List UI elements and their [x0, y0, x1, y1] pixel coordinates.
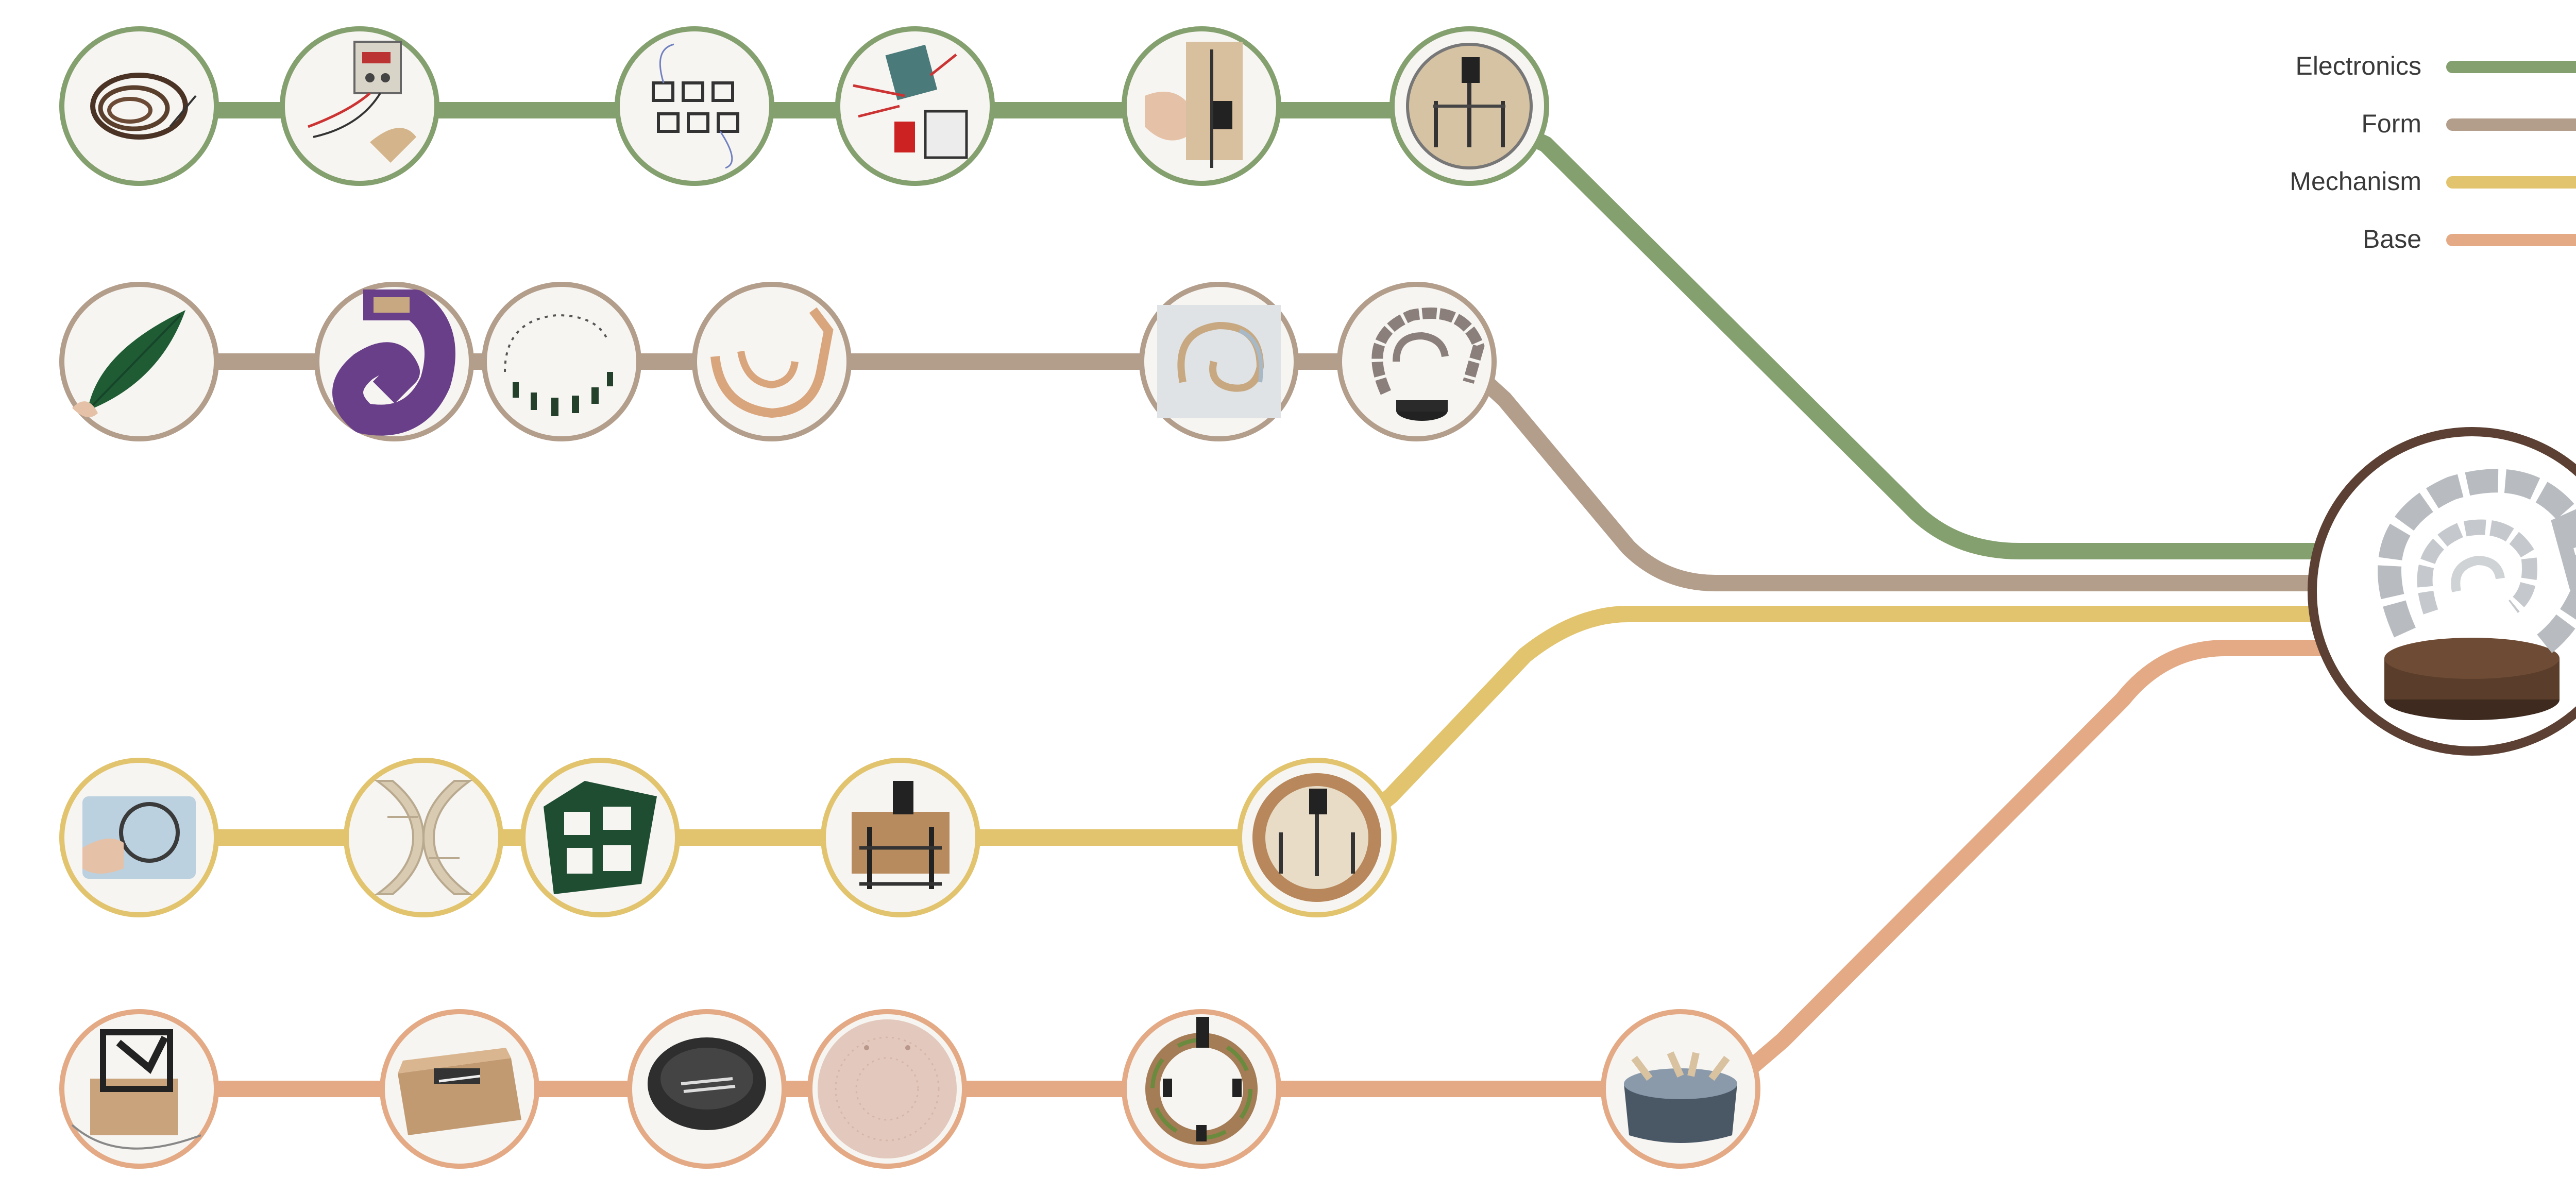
coiled-wire-icon — [90, 73, 197, 140]
base-node-3[interactable] — [627, 1009, 787, 1169]
legend-label-mechanism: Mechanism — [2290, 167, 2421, 196]
form-node-1[interactable] — [59, 282, 219, 441]
spiral-sketch-icon — [504, 314, 613, 416]
mechanism-node-3[interactable] — [520, 758, 680, 917]
electronics-node-5[interactable] — [1122, 26, 1281, 186]
legend-label-electronics: Electronics — [2295, 52, 2421, 80]
form-node-2[interactable] — [314, 282, 474, 441]
electronics-node-1[interactable] — [59, 26, 219, 186]
perforated-disc-icon — [818, 1019, 957, 1158]
electronics-nodes — [59, 26, 1549, 186]
base-node-4[interactable] — [807, 1009, 967, 1169]
mechanism-node-4[interactable] — [821, 758, 980, 917]
wooden-box-icon — [398, 1048, 521, 1135]
legend-label-base: Base — [2363, 225, 2421, 253]
bowl-icon — [648, 1037, 766, 1130]
form-node-6[interactable] — [1337, 282, 1497, 441]
circuit-board-icon — [853, 44, 968, 159]
form-node-3[interactable] — [482, 282, 641, 441]
base-node-6[interactable] — [1601, 1009, 1760, 1169]
wood-spiral-icon — [710, 307, 834, 418]
ring-holder-icon — [1145, 1017, 1258, 1145]
base-node-5[interactable] — [1122, 1009, 1281, 1169]
form-node-5[interactable] — [1139, 282, 1299, 441]
legend-label-form: Form — [2361, 109, 2421, 138]
legend: Electronics Form Mechanism Base — [2290, 52, 2576, 253]
base-track — [95, 640, 2358, 1097]
power-supply-icon — [308, 41, 416, 163]
green-leaf-icon — [72, 310, 185, 417]
track-lines — [95, 102, 2399, 1097]
wood-bracket-icon — [374, 780, 473, 895]
mechanism-node-1[interactable] — [59, 758, 219, 917]
mechanism-node-2[interactable] — [344, 758, 503, 917]
form-nodes — [59, 282, 1497, 441]
base-nodes — [59, 1009, 1760, 1169]
motor-mount-icon — [1406, 43, 1533, 169]
electronics-node-4[interactable] — [835, 26, 995, 186]
wire-frame-icon — [71, 1029, 201, 1150]
base-node-1[interactable] — [59, 1009, 219, 1169]
electronics-node-2[interactable] — [280, 26, 439, 186]
electronics-node-3[interactable] — [615, 26, 774, 186]
final-sculpture-node[interactable] — [2308, 427, 2576, 756]
gear-rig-icon — [852, 781, 950, 889]
hand-ring-icon — [82, 796, 196, 879]
motor-on-wood-icon — [1145, 42, 1243, 168]
spiral-on-base-icon — [1371, 308, 1485, 421]
mechanism-track — [95, 606, 2358, 846]
mechanism-nodes — [59, 758, 1397, 917]
laser-cut-sheet-icon — [1157, 305, 1281, 418]
green-panel-icon — [544, 781, 657, 894]
base-node-2[interactable] — [380, 1009, 539, 1169]
form-track — [95, 353, 2358, 591]
spiral-sculpture-icon — [2378, 469, 2576, 720]
sensor-pads-icon — [652, 43, 739, 169]
form-node-4[interactable] — [692, 282, 852, 441]
metal-base-icon — [1624, 1051, 1737, 1143]
electronics-track — [95, 102, 2399, 559]
mechanism-in-base-icon — [1252, 773, 1381, 902]
electronics-node-6[interactable] — [1389, 26, 1549, 186]
purple-curl-icon — [332, 289, 455, 436]
mechanism-node-5[interactable] — [1237, 758, 1397, 917]
